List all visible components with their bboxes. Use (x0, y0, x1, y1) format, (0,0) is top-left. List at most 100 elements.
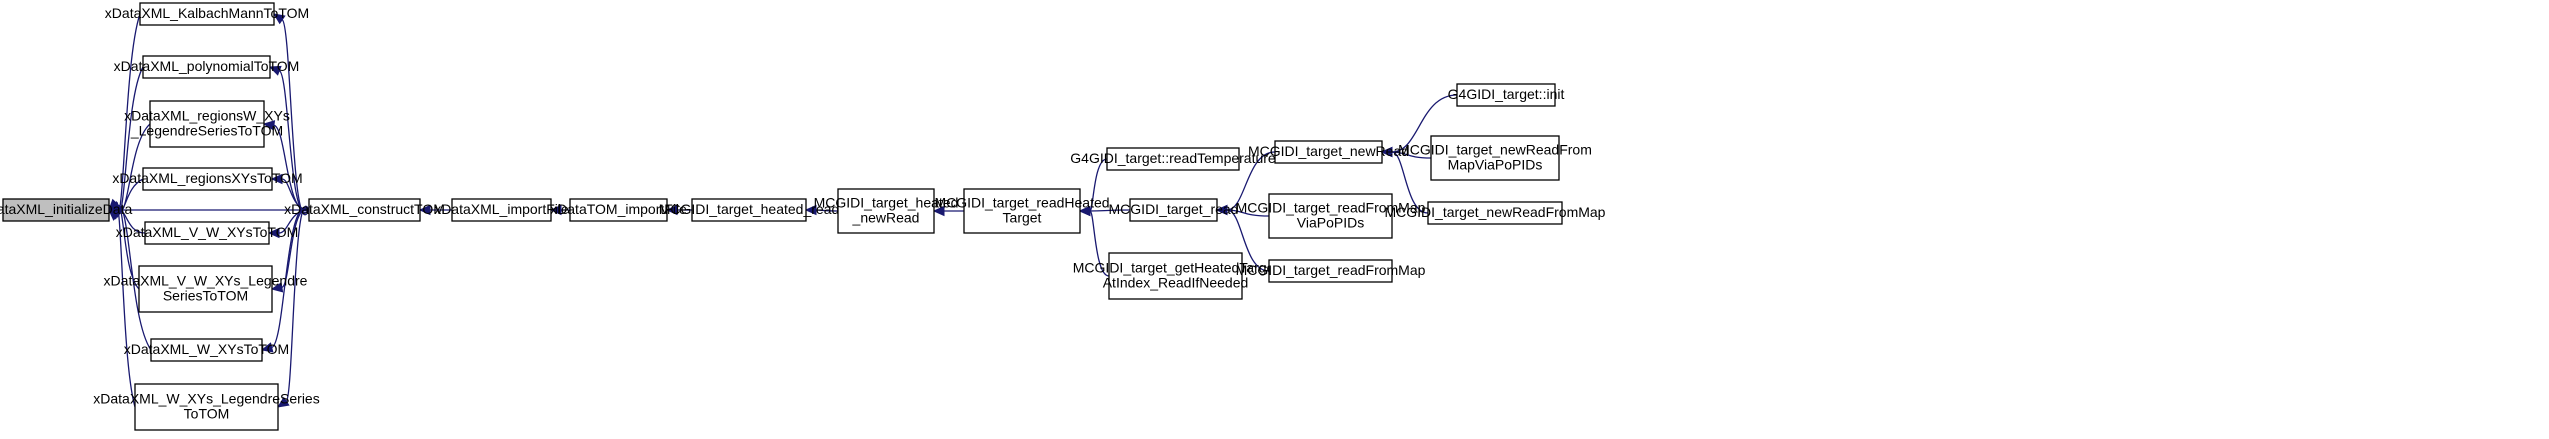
node-label: MCGIDI_target_readFromMap (1236, 200, 1426, 216)
node-label: xDataXML_W_XYsToTOM (124, 341, 289, 357)
call-edge (1226, 151, 1276, 211)
node-label: xDataXML_regionsXYsToTOM (112, 170, 302, 186)
node-label: xDataXML_polynomialToTOM (114, 58, 300, 74)
function-node-new-read-from-map[interactable]: MCGIDI_target_newReadFromMap (1385, 201, 1606, 225)
function-node-heated-read[interactable]: MCGIDI_target_heated_read (659, 198, 840, 222)
function-node-new-read[interactable]: MCGIDI_target_newRead (1248, 140, 1409, 164)
call-edge (278, 209, 310, 234)
node-box (1430, 135, 1560, 181)
node-label: AtIndex_ReadIfNeeded (1103, 275, 1249, 291)
arrow-head-icon (804, 204, 817, 216)
function-node-g4init[interactable]: G4GIDI_target::init (1448, 83, 1565, 107)
call-edge (1226, 209, 1270, 272)
arrow-head-icon (262, 120, 276, 131)
node-label: G4GIDI_target::readTemperature (1070, 150, 1276, 166)
function-node-kalbach[interactable]: xDataXML_KalbachMannToTOM (105, 2, 309, 26)
function-node-regions-w[interactable]: xDataXML_regionsW_XYs_LegendreSeriesToTO… (124, 100, 290, 148)
node-label: Target (1003, 210, 1042, 226)
node-box (963, 188, 1081, 234)
call-edge (1089, 210, 1110, 277)
node-label: xDataTOM_importFile (550, 201, 687, 217)
node-box (138, 265, 273, 313)
arrow-head-icon (1078, 205, 1091, 217)
arrow-head-icon (549, 204, 562, 216)
node-label: ToTOM (184, 406, 230, 422)
node-label: xDataXML_regionsW_XYs (124, 108, 290, 124)
arrow-head-icon (1380, 146, 1393, 158)
arrow-head-icon (1215, 204, 1228, 216)
arrow-head-icon (276, 396, 290, 408)
function-node-initialize-data[interactable]: xDataXML_initializeData (0, 198, 132, 222)
node-box (1108, 252, 1243, 300)
arrow-head-icon (932, 205, 945, 217)
arrow-head-icon (665, 204, 678, 216)
node-label: MCGIDI_target_newReadFromMap (1385, 204, 1606, 220)
arrow-head-icon (270, 173, 283, 185)
function-node-read-from-map[interactable]: MCGIDI_target_readFromMap (1236, 259, 1426, 283)
node-box (837, 188, 935, 234)
arrow-head-icon (260, 342, 274, 353)
function-node-vwxys-leg[interactable]: xDataXML_V_W_XYs_LegendreSeriesToTOM (104, 265, 308, 313)
node-label: _newRead (852, 210, 920, 226)
node-box (1129, 198, 1218, 222)
node-label: xDataXML_initializeData (0, 201, 132, 217)
node-box (1456, 83, 1556, 107)
node-label: MCGIDI_target_newReadFrom (1398, 142, 1592, 158)
call-edge (285, 205, 310, 402)
function-node-target-read[interactable]: MCGIDI_target_read (1109, 198, 1239, 222)
call-edge (117, 206, 140, 290)
node-label: SeriesToTOM (163, 288, 248, 304)
arrow-head-icon (268, 65, 282, 76)
call-graph-edges (107, 13, 1458, 408)
node-label: G4GIDI_target::init (1448, 86, 1565, 102)
arrow-head-icon (267, 227, 280, 239)
node-label: MapViaPoPIDs (1448, 157, 1543, 173)
function-node-construct-t-o-m[interactable]: xDataXML_constructTOM (284, 198, 445, 222)
node-box (1427, 201, 1563, 225)
node-label: xDataXML_importFile (434, 201, 569, 217)
node-label: xDataXML_V_W_XYs_Legendre (104, 273, 308, 289)
node-box (691, 198, 807, 222)
node-box (149, 100, 265, 148)
function-node-wxys-leg[interactable]: xDataXML_W_XYs_LegendreSeriesToTOM (93, 383, 320, 431)
call-edge (815, 209, 839, 212)
function-node-vwxys[interactable]: xDataXML_V_W_XYsToTOM (116, 221, 299, 245)
node-label: xDataXML_constructTOM (284, 201, 445, 217)
node-box (1268, 193, 1393, 239)
node-label: MCGIDI_target_read (1109, 201, 1239, 217)
function-node-read-temperature[interactable]: G4GIDI_target::readTemperature (1070, 147, 1276, 171)
function-node-get-heated[interactable]: MCGIDI_target_getHeatedTargetAtIndex_Rea… (1073, 252, 1279, 300)
node-box (139, 2, 275, 26)
arrow-head-icon (418, 204, 431, 216)
node-box (308, 198, 421, 222)
function-node-xml-import-file[interactable]: xDataXML_importFile (434, 198, 569, 222)
node-box (142, 167, 273, 191)
node-label: MCGIDI_target_getHeatedTarget (1073, 260, 1279, 276)
node-label: MCGIDI_target_readFromMap (1236, 262, 1426, 278)
node-label: xDataXML_KalbachMannToTOM (105, 5, 309, 21)
node-box (1106, 147, 1240, 171)
function-node-tom-import-file[interactable]: xDataTOM_importFile (550, 198, 687, 222)
function-node-polynomial[interactable]: xDataXML_polynomialToTOM (114, 55, 300, 79)
arrow-head-icon (270, 282, 284, 293)
node-label: MCGIDI_target_readHeated (934, 195, 1109, 211)
node-label: xDataXML_W_XYs_LegendreSeries (93, 391, 319, 407)
function-node-wxys[interactable]: xDataXML_W_XYsToTOM (124, 338, 289, 362)
function-node-heated-new-read[interactable]: MCGIDI_target_heated_newRead (814, 188, 959, 234)
call-edge (1391, 151, 1432, 159)
call-graph-nodes: xDataXML_initializeData xDataXML_KalbachM… (0, 2, 1606, 431)
node-label: xDataXML_V_W_XYsToTOM (116, 224, 299, 240)
node-box (1268, 259, 1393, 283)
node-box (1274, 140, 1383, 164)
function-node-regions-x-ys[interactable]: xDataXML_regionsXYsToTOM (112, 167, 303, 191)
node-label: MCGIDI_target_newRead (1248, 143, 1409, 159)
call-edge (1089, 209, 1131, 212)
call-edge (1089, 158, 1108, 212)
node-box (2, 198, 110, 222)
arrow-head-icon (272, 13, 286, 25)
node-label: MCGIDI_target_heated (814, 195, 959, 211)
